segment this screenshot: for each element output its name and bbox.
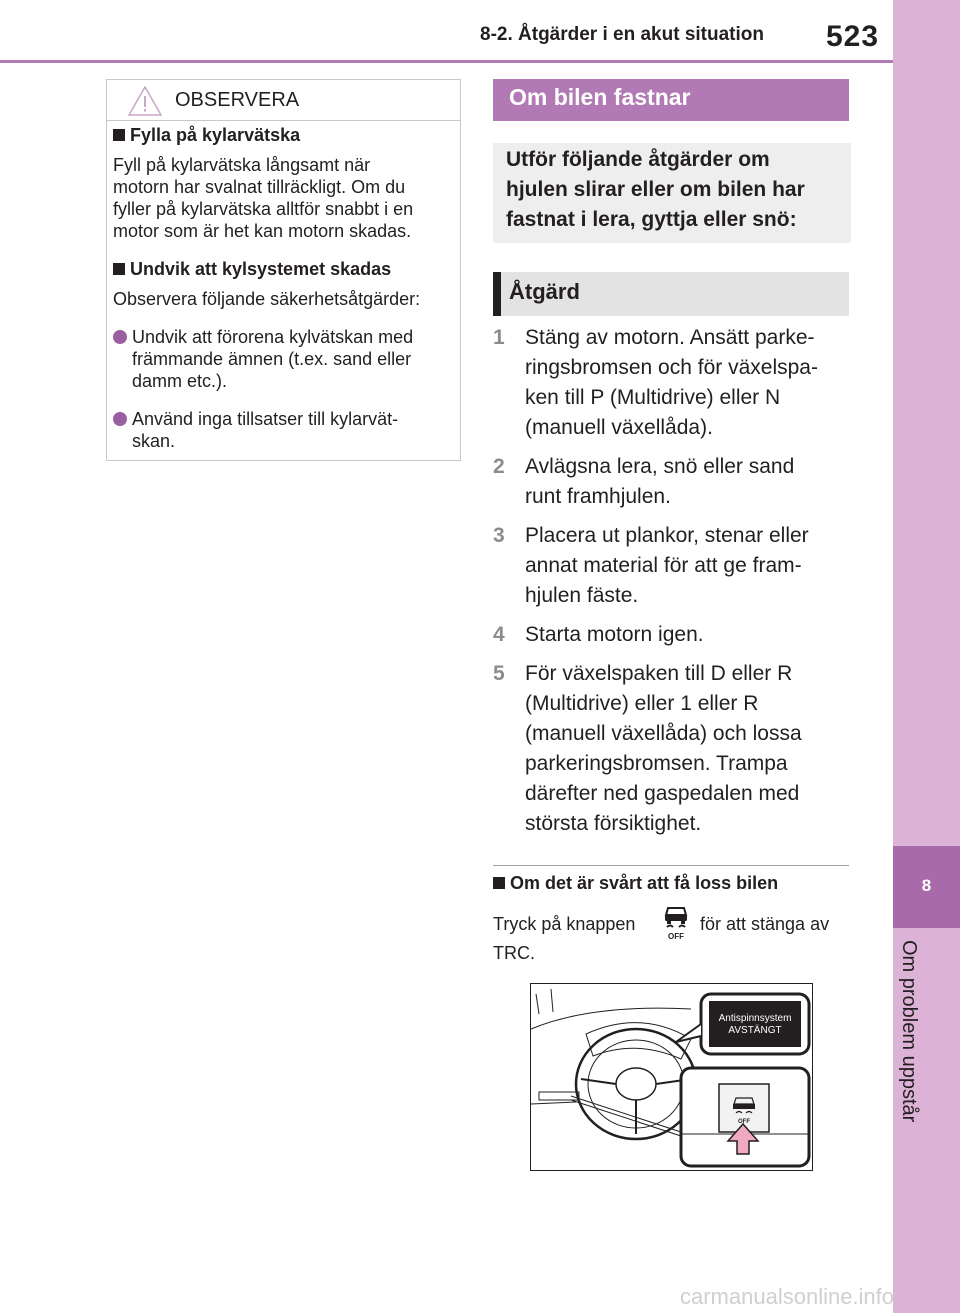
button-off-label: OFF — [738, 1119, 750, 1125]
caution-bullet-item: Undvik att förorena kylvätskan med främm… — [113, 326, 455, 392]
display-text-line1: Antispinnsystem — [719, 1013, 792, 1024]
subheading-stuck: Om det är svårt att få loss bilen — [493, 873, 778, 894]
action-heading: Åtgärd — [509, 279, 580, 304]
chapter-side-strip — [893, 0, 960, 1313]
square-bullet-icon — [113, 263, 125, 275]
caution-bullet-item: Använd inga tillsatser till kylarvät- sk… — [113, 408, 455, 452]
page-number: 523 — [826, 20, 880, 53]
section-heading-box: Om bilen fastnar — [493, 79, 849, 121]
step-text: Avlägsna lera, snö eller sand runt framh… — [525, 455, 795, 508]
step-text: Starta motorn igen. — [525, 623, 704, 646]
trc-off-icon: OFF — [664, 907, 688, 941]
square-bullet-icon — [113, 129, 125, 141]
instruction-text-before-icon: Tryck på knappen — [493, 914, 636, 934]
instruction-text-after-icon: för att stänga av — [700, 914, 830, 934]
round-bullet-icon — [113, 412, 127, 426]
chapter-label: Om problem uppstår — [898, 940, 920, 1123]
caution-subheading-cooling-system: Undvik att kylsystemet skadas — [113, 259, 391, 280]
round-bullet-icon — [113, 330, 127, 344]
caution-text-precautions: Observera följande säkerhetsåtgärder: — [113, 289, 421, 309]
header-rule — [0, 60, 893, 63]
intro-box: Utför följande åtgärder om hjulen slirar… — [493, 143, 851, 243]
dashboard-illustration: Antispinnsystem AVSTÄNGT OFF — [530, 983, 813, 1171]
step-number: 5 — [493, 662, 505, 685]
trc-off-icon-label: OFF — [668, 932, 684, 941]
step-text: För växelspaken till D eller R (Multidri… — [525, 662, 802, 835]
caution-box: OBSERVERA Fylla på kylarvätska Fyll på k… — [106, 79, 461, 461]
display-text-line2: AVSTÄNGT — [728, 1024, 781, 1036]
section-heading: Om bilen fastnar — [509, 84, 691, 110]
warning-triangle-icon — [127, 85, 163, 116]
step-number: 2 — [493, 455, 505, 478]
watermark: carmanualsonline.info — [680, 1284, 895, 1309]
caution-subheading-coolant: Fylla på kylarvätska — [113, 125, 300, 146]
section-divider — [493, 865, 849, 866]
square-bullet-icon — [493, 877, 505, 889]
step-text: Stäng av motorn. Ansätt parke- ringsbrom… — [525, 326, 818, 439]
action-heading-box: Åtgärd — [493, 272, 849, 316]
caution-text-coolant: Fyll på kylarvätska långsamt när motorn … — [113, 155, 414, 241]
step-text: Placera ut plankor, stenar eller annat m… — [525, 524, 809, 607]
dashboard-drawing: Antispinnsystem AVSTÄNGT OFF — [531, 988, 811, 1168]
step-number: 1 — [493, 326, 505, 349]
instruction-text-line2: TRC. — [493, 943, 535, 963]
caution-title: OBSERVERA — [175, 89, 300, 111]
step-number: 4 — [493, 623, 505, 646]
chapter-number-box[interactable] — [893, 846, 960, 928]
step-number: 3 — [493, 524, 505, 547]
section-title: 8-2. Åtgärder i en akut situation — [480, 24, 764, 45]
chapter-number: 8 — [921, 876, 932, 895]
caution-header: OBSERVERA — [107, 80, 460, 121]
intro-text: Utför följande åtgärder om hjulen slirar… — [506, 148, 805, 231]
